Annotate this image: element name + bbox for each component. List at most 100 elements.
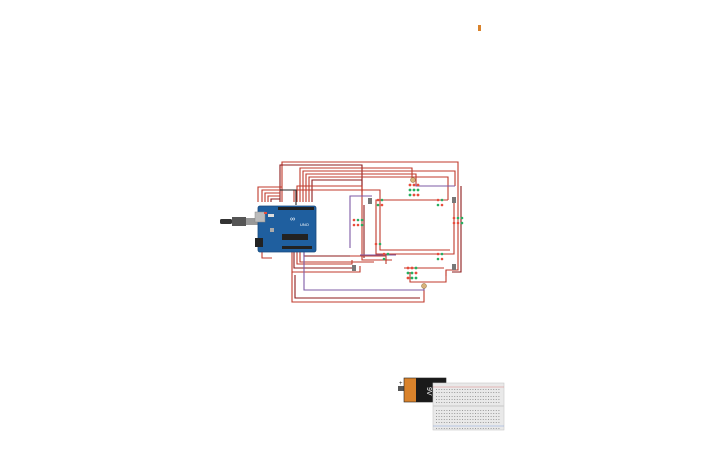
breadboard-hole[interactable] xyxy=(480,402,482,403)
breadboard-hole[interactable] xyxy=(469,419,471,420)
breadboard-hole[interactable] xyxy=(475,392,476,393)
breadboard-hole[interactable] xyxy=(495,402,497,403)
breadboard-hole[interactable] xyxy=(498,428,500,429)
breadboard-hole[interactable] xyxy=(449,410,450,411)
breadboard-hole[interactable] xyxy=(469,396,471,397)
breadboard-hole[interactable] xyxy=(469,402,471,403)
breadboard-hole[interactable] xyxy=(438,410,440,411)
breadboard-hole[interactable] xyxy=(459,392,461,393)
breadboard-hole[interactable] xyxy=(488,402,489,403)
breadboard-hole[interactable] xyxy=(472,419,474,420)
breadboard-hole[interactable] xyxy=(475,419,476,420)
breadboard-hole[interactable] xyxy=(449,392,450,393)
breadboard-hole[interactable] xyxy=(493,392,495,393)
breadboard-hole[interactable] xyxy=(443,392,445,393)
breadboard-hole[interactable] xyxy=(464,410,466,411)
breadboard-hole[interactable] xyxy=(480,392,482,393)
breadboard-hole[interactable] xyxy=(436,422,437,423)
breadboard-hole[interactable] xyxy=(446,410,448,411)
breadboard-hole[interactable] xyxy=(477,422,479,423)
breadboard-hole[interactable] xyxy=(454,422,456,423)
breadboard-hole[interactable] xyxy=(472,396,474,397)
breadboard-hole[interactable] xyxy=(438,422,440,423)
breadboard-hole[interactable] xyxy=(436,410,437,411)
breadboard-hole[interactable] xyxy=(485,419,487,420)
breadboard-hole[interactable] xyxy=(454,419,456,420)
breadboard-hole[interactable] xyxy=(464,389,466,390)
breadboard-hole[interactable] xyxy=(436,419,437,420)
breadboard-hole[interactable] xyxy=(475,389,476,390)
breadboard-hole[interactable] xyxy=(436,428,437,429)
breadboard-hole[interactable] xyxy=(449,428,450,429)
breadboard-hole[interactable] xyxy=(454,396,456,397)
breadboard-hole[interactable] xyxy=(485,389,487,390)
breadboard-hole[interactable] xyxy=(454,428,456,429)
led-cluster-bottom[interactable] xyxy=(406,266,418,280)
breadboard-hole[interactable] xyxy=(495,396,497,397)
breadboard-hole[interactable] xyxy=(485,413,487,414)
breadboard-hole[interactable] xyxy=(446,416,448,417)
breadboard-hole[interactable] xyxy=(443,422,445,423)
breadboard-hole[interactable] xyxy=(467,410,469,411)
breadboard-hole[interactable] xyxy=(498,416,500,417)
breadboard-hole[interactable] xyxy=(443,399,445,400)
breadboard-hole[interactable] xyxy=(469,389,471,390)
breadboard-hole[interactable] xyxy=(475,402,476,403)
breadboard-hole[interactable] xyxy=(498,413,500,414)
breadboard-hole[interactable] xyxy=(490,416,492,417)
breadboard-hole[interactable] xyxy=(488,392,489,393)
breadboard-hole[interactable] xyxy=(462,402,463,403)
breadboard-hole[interactable] xyxy=(456,413,458,414)
breadboard-hole[interactable] xyxy=(438,413,440,414)
breadboard-hole[interactable] xyxy=(456,416,458,417)
breadboard-hole[interactable] xyxy=(451,419,453,420)
breadboard-hole[interactable] xyxy=(498,410,500,411)
breadboard-hole[interactable] xyxy=(464,413,466,414)
breadboard-hole[interactable] xyxy=(441,389,443,390)
breadboard-hole[interactable] xyxy=(482,422,484,423)
breadboard-hole[interactable] xyxy=(482,413,484,414)
breadboard-hole[interactable] xyxy=(498,422,500,423)
led-cluster-left[interactable] xyxy=(352,218,364,227)
breadboard-hole[interactable] xyxy=(438,399,440,400)
breadboard-hole[interactable] xyxy=(462,392,463,393)
usb-cable[interactable] xyxy=(220,217,258,226)
breadboard-hole[interactable] xyxy=(472,416,474,417)
led-cluster-upper-left[interactable] xyxy=(368,198,384,207)
breadboard-hole[interactable] xyxy=(480,416,482,417)
breadboard-hole[interactable] xyxy=(485,402,487,403)
breadboard-hole[interactable] xyxy=(456,399,458,400)
breadboard-hole[interactable] xyxy=(459,419,461,420)
breadboard-hole[interactable] xyxy=(456,419,458,420)
breadboard-hole[interactable] xyxy=(488,389,489,390)
breadboard-hole[interactable] xyxy=(482,392,484,393)
breadboard-hole[interactable] xyxy=(446,413,448,414)
breadboard-hole[interactable] xyxy=(443,402,445,403)
breadboard-hole[interactable] xyxy=(446,419,448,420)
breadboard-hole[interactable] xyxy=(477,396,479,397)
breadboard-hole[interactable] xyxy=(480,419,482,420)
breadboard-hole[interactable] xyxy=(451,399,453,400)
breadboard-hole[interactable] xyxy=(488,399,489,400)
breadboard-hole[interactable] xyxy=(469,413,471,414)
breadboard-hole[interactable] xyxy=(454,413,456,414)
breadboard-hole[interactable] xyxy=(480,410,482,411)
breadboard-hole[interactable] xyxy=(464,419,466,420)
breadboard-hole[interactable] xyxy=(443,396,445,397)
breadboard-hole[interactable] xyxy=(451,413,453,414)
breadboard-hole[interactable] xyxy=(488,422,489,423)
breadboard-hole[interactable] xyxy=(456,392,458,393)
breadboard-hole[interactable] xyxy=(464,402,466,403)
breadboard-hole[interactable] xyxy=(456,396,458,397)
led-cluster-right[interactable] xyxy=(452,216,464,225)
breadboard-hole[interactable] xyxy=(446,422,448,423)
breadboard-hole[interactable] xyxy=(493,428,495,429)
breadboard-hole[interactable] xyxy=(449,422,450,423)
breadboard-hole[interactable] xyxy=(449,389,450,390)
breadboard-hole[interactable] xyxy=(482,416,484,417)
breadboard-hole[interactable] xyxy=(490,396,492,397)
breadboard-hole[interactable] xyxy=(464,399,466,400)
breadboard-hole[interactable] xyxy=(488,416,489,417)
breadboard-hole[interactable] xyxy=(480,413,482,414)
breadboard-hole[interactable] xyxy=(490,410,492,411)
